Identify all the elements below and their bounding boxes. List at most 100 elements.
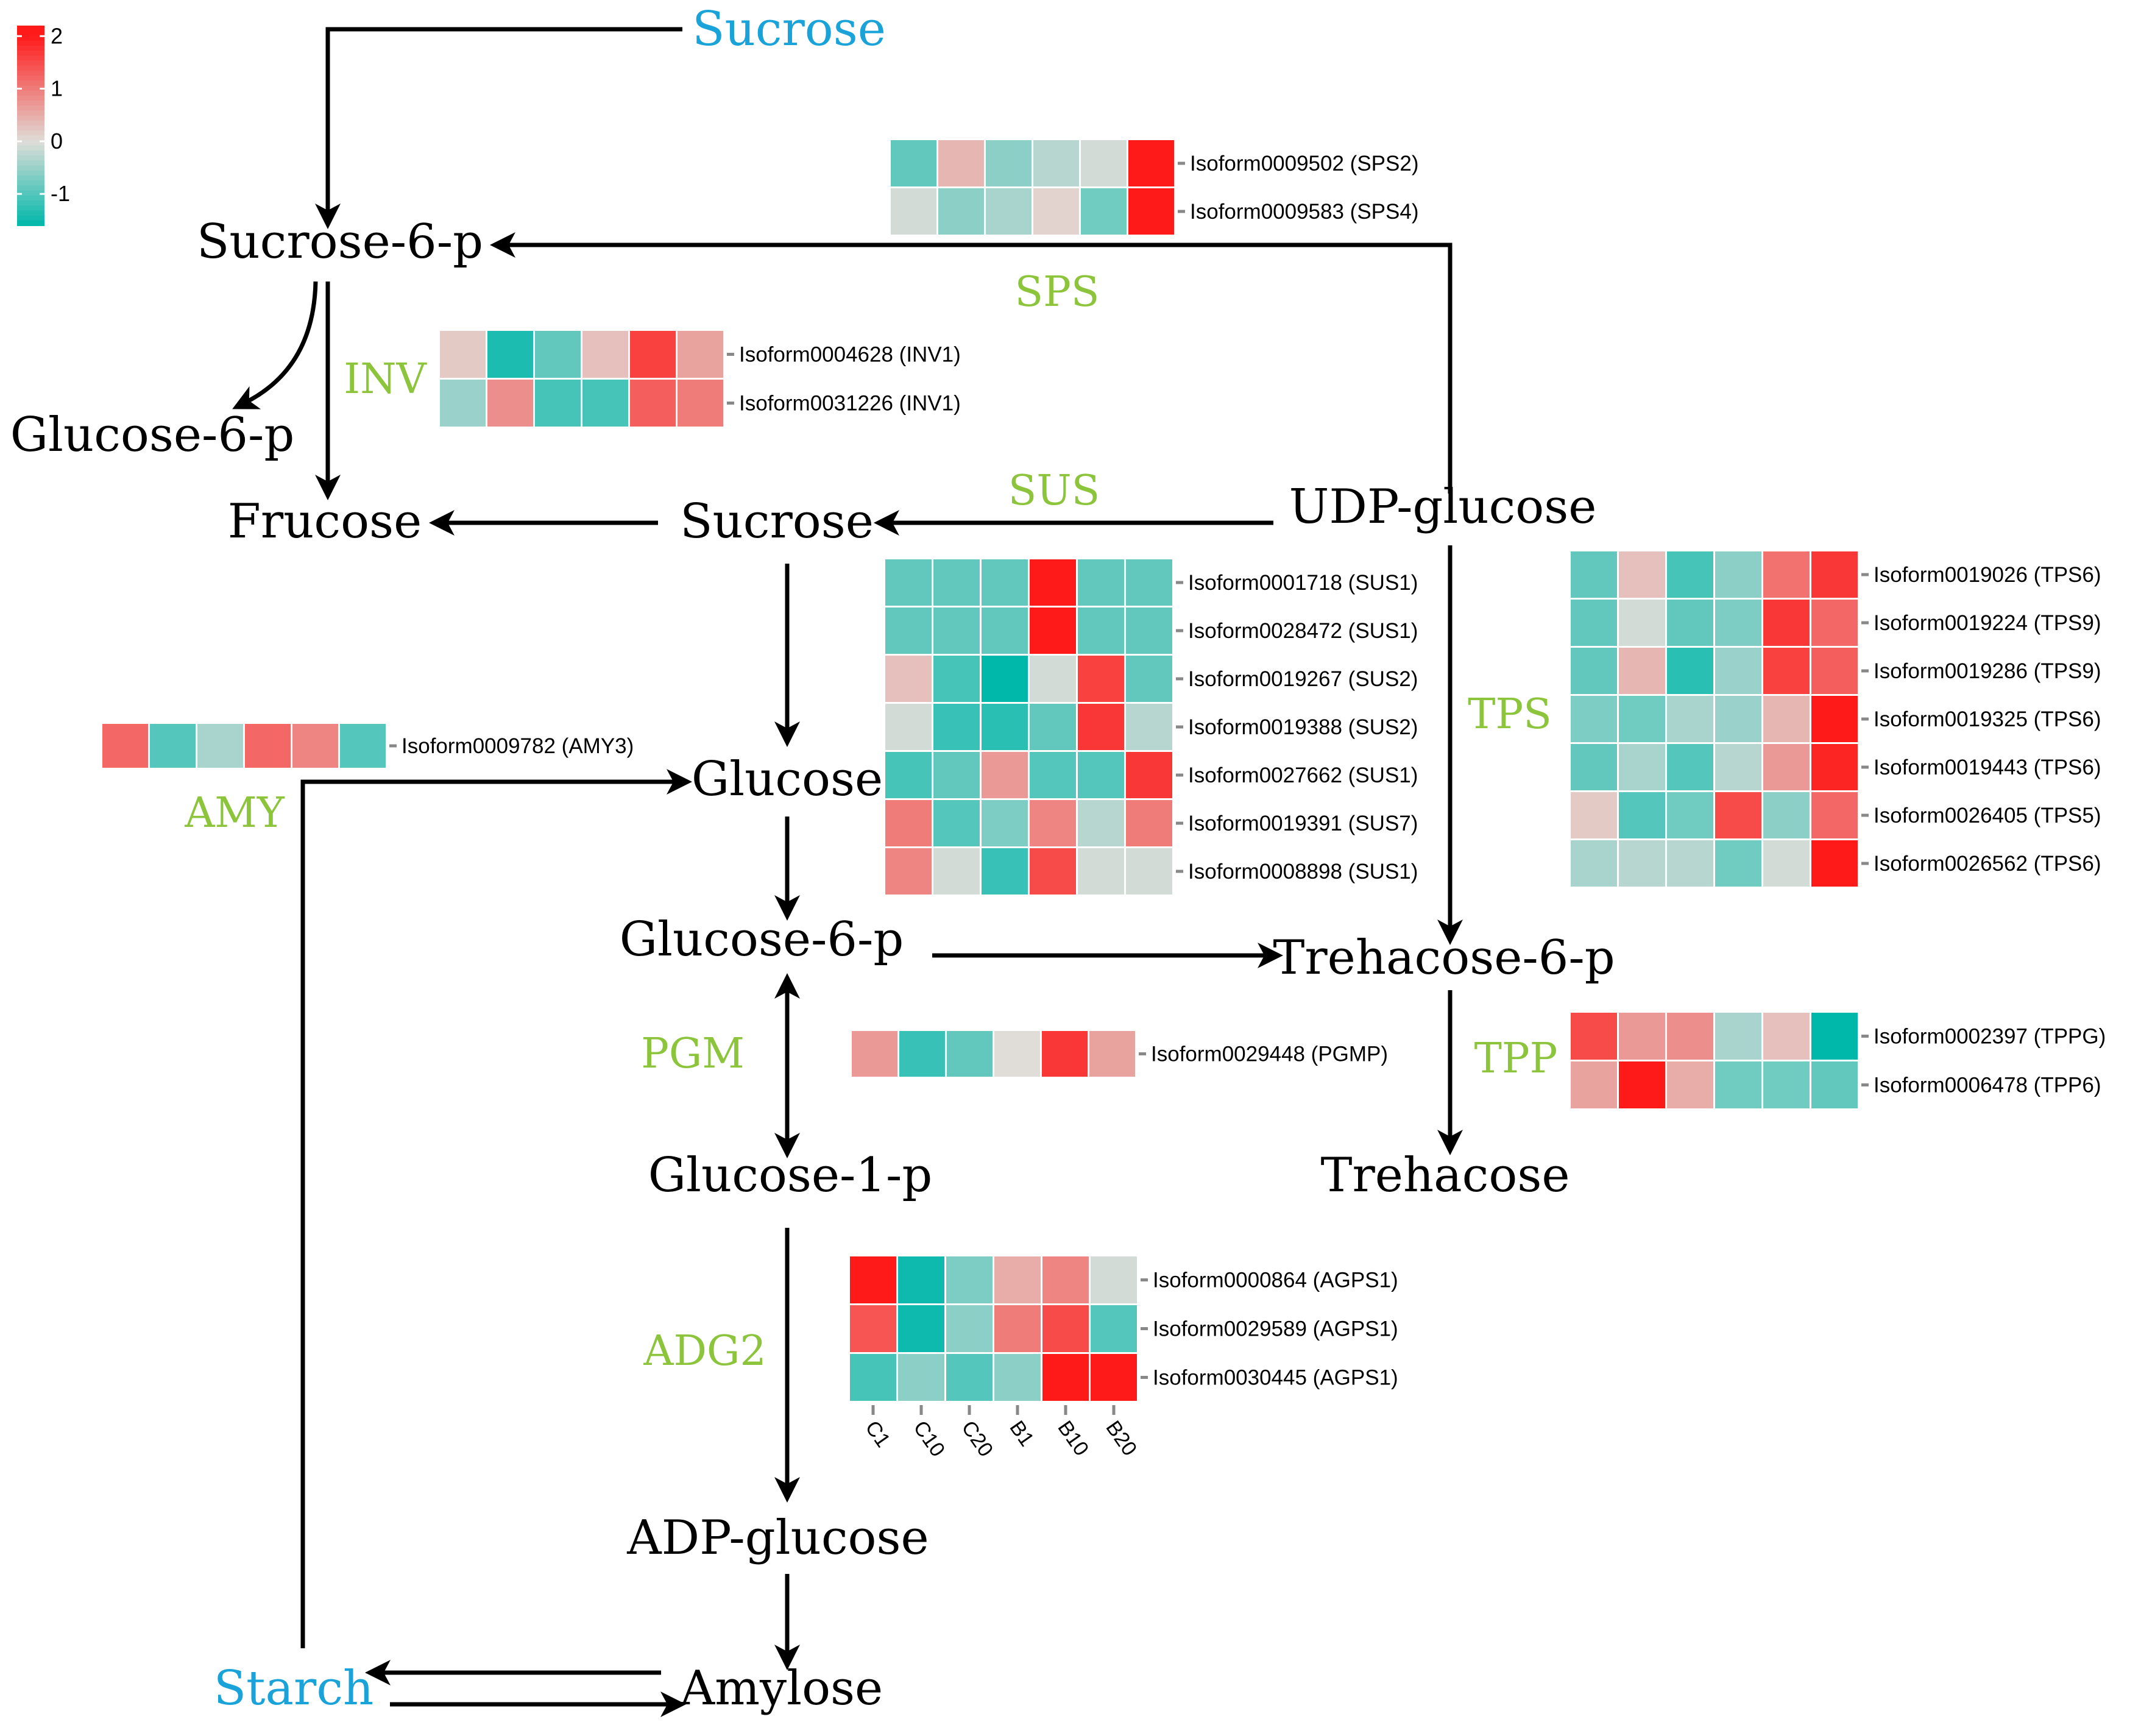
legend-tick-label: -1 bbox=[51, 181, 70, 206]
legend-swatch bbox=[17, 220, 44, 226]
enzyme-inv: INV bbox=[344, 355, 427, 403]
heatmap-cell bbox=[982, 752, 1028, 798]
heatmap-cell bbox=[1042, 1305, 1089, 1352]
enzyme-sus: SUS bbox=[1008, 467, 1100, 515]
heatmap-cell bbox=[994, 1354, 1041, 1401]
legend-swatch bbox=[17, 200, 44, 207]
heatmap-cell bbox=[1619, 600, 1665, 646]
enzyme-amy: AMY bbox=[184, 789, 285, 837]
heatmap-cell bbox=[1033, 188, 1079, 235]
heatmap-cell bbox=[1081, 140, 1127, 186]
heatmap-cell bbox=[1667, 551, 1713, 598]
heatmap-cell bbox=[1763, 840, 1810, 887]
heatmap-pgm: Isoform0029448 (PGMP) bbox=[852, 1031, 1388, 1077]
label-frucose: Frucose bbox=[228, 494, 422, 549]
enzyme-sps: SPS bbox=[1015, 268, 1100, 316]
heatmap-cell bbox=[938, 140, 984, 186]
label-udp-glucose: UDP-glucose bbox=[1289, 480, 1597, 534]
sample-label: C20 bbox=[957, 1417, 997, 1461]
heatmap-cell bbox=[1763, 1061, 1810, 1108]
heatmap-cell bbox=[1667, 696, 1713, 742]
heatmap-cell bbox=[982, 656, 1028, 702]
label-adp-glucose: ADP-glucose bbox=[626, 1511, 929, 1565]
isoform-label: Isoform0009782 (AMY3) bbox=[402, 734, 634, 758]
heatmap-cell bbox=[1811, 696, 1858, 742]
heatmap-cell bbox=[1811, 744, 1858, 790]
heatmap-cell bbox=[986, 188, 1032, 235]
heatmap-cell bbox=[1619, 1013, 1665, 1060]
legend-swatch bbox=[17, 65, 44, 71]
legend-swatch bbox=[17, 85, 44, 91]
heatmap-cell bbox=[1715, 840, 1761, 887]
heatmap-cell bbox=[982, 800, 1028, 846]
heatmap-cell bbox=[1619, 696, 1665, 742]
isoform-label: Isoform0004628 (INV1) bbox=[739, 343, 961, 367]
heatmap-cell bbox=[1078, 800, 1124, 846]
heatmap-cell bbox=[885, 559, 932, 606]
heatmap-cell bbox=[582, 380, 628, 427]
legend-swatch bbox=[17, 140, 44, 146]
heatmap-tpp: Isoform0002397 (TPPG)Isoform0006478 (TPP… bbox=[1571, 1013, 2106, 1108]
metabolite-labels: Sucrose Sucrose-6-p Glucose-6-p Frucose … bbox=[10, 2, 1615, 1716]
heatmap-cell bbox=[630, 380, 676, 427]
heatmap-cell bbox=[1619, 648, 1665, 694]
heatmap-cell bbox=[891, 140, 936, 186]
heatmap-sus: Isoform0001718 (SUS1)Isoform0028472 (SUS… bbox=[885, 559, 1418, 895]
heatmap-cell bbox=[1571, 1061, 1617, 1108]
heatmap-cell bbox=[933, 656, 980, 702]
legend-swatch bbox=[17, 155, 44, 161]
heatmap-cell bbox=[1715, 1013, 1761, 1060]
heatmap-cell bbox=[1763, 1013, 1810, 1060]
heatmap-cell bbox=[440, 331, 486, 378]
heatmap-cell bbox=[933, 704, 980, 750]
isoform-label: Isoform0019267 (SUS2) bbox=[1188, 667, 1418, 691]
heatmap-cell bbox=[1763, 744, 1810, 790]
isoform-label: Isoform0019286 (TPS9) bbox=[1874, 659, 2101, 683]
heatmap-cell bbox=[1619, 744, 1665, 790]
heatmap-cell bbox=[487, 380, 533, 427]
heatmap-cell bbox=[1042, 1354, 1089, 1401]
isoform-label: Isoform0009583 (SPS4) bbox=[1190, 200, 1418, 224]
heatmap-cell bbox=[1811, 1061, 1858, 1108]
heatmap-cell bbox=[982, 608, 1028, 654]
heatmap-cell bbox=[1030, 800, 1076, 846]
heatmap-cell bbox=[885, 848, 932, 895]
sample-label: C10 bbox=[908, 1417, 949, 1461]
enzyme-labels: SPS INV SUS TPS AMY PGM TPP ADG2 bbox=[184, 268, 1557, 1375]
label-trehacose: Trehacose bbox=[1320, 1148, 1569, 1203]
heatmap-cell bbox=[933, 800, 980, 846]
heatmap-cell bbox=[982, 559, 1028, 606]
heatmap-cell bbox=[1715, 792, 1761, 838]
heatmap-cell bbox=[885, 704, 932, 750]
legend-swatch bbox=[17, 210, 44, 216]
label-glucose-6-p: Glucose-6-p bbox=[620, 912, 904, 967]
arrow-sucrose6p-to-glucose6p bbox=[232, 281, 318, 409]
heatmap-cell bbox=[1030, 559, 1076, 606]
heatmap-cell bbox=[1126, 608, 1172, 654]
heatmap-cell bbox=[1126, 848, 1172, 895]
heatmap-cell bbox=[885, 800, 932, 846]
heatmap-cell bbox=[535, 331, 581, 378]
label-glucose-6-p-left: Glucose-6-p bbox=[10, 408, 295, 462]
heatmap-cell bbox=[994, 1031, 1040, 1077]
heatmap-cell bbox=[1078, 848, 1124, 895]
sample-label: B1 bbox=[1005, 1417, 1038, 1451]
legend-swatch bbox=[17, 105, 44, 112]
heatmap-cell bbox=[1078, 608, 1124, 654]
enzyme-adg2: ADG2 bbox=[643, 1327, 766, 1375]
heatmap-cell bbox=[1078, 656, 1124, 702]
legend-swatch bbox=[17, 135, 44, 141]
heatmap-cell bbox=[1667, 648, 1713, 694]
heatmap-cell bbox=[933, 559, 980, 606]
isoform-label: Isoform0019388 (SUS2) bbox=[1188, 715, 1418, 739]
heatmap-cell bbox=[1030, 656, 1076, 702]
legend-swatch bbox=[17, 130, 44, 136]
heatmap-cell bbox=[1715, 551, 1761, 598]
heatmap-cell bbox=[885, 608, 932, 654]
heatmap-cell bbox=[678, 331, 723, 378]
heatmap-cell bbox=[1091, 1256, 1137, 1303]
legend-swatch bbox=[17, 80, 44, 87]
heatmap-cell bbox=[1667, 744, 1713, 790]
legend-swatch bbox=[17, 101, 44, 107]
